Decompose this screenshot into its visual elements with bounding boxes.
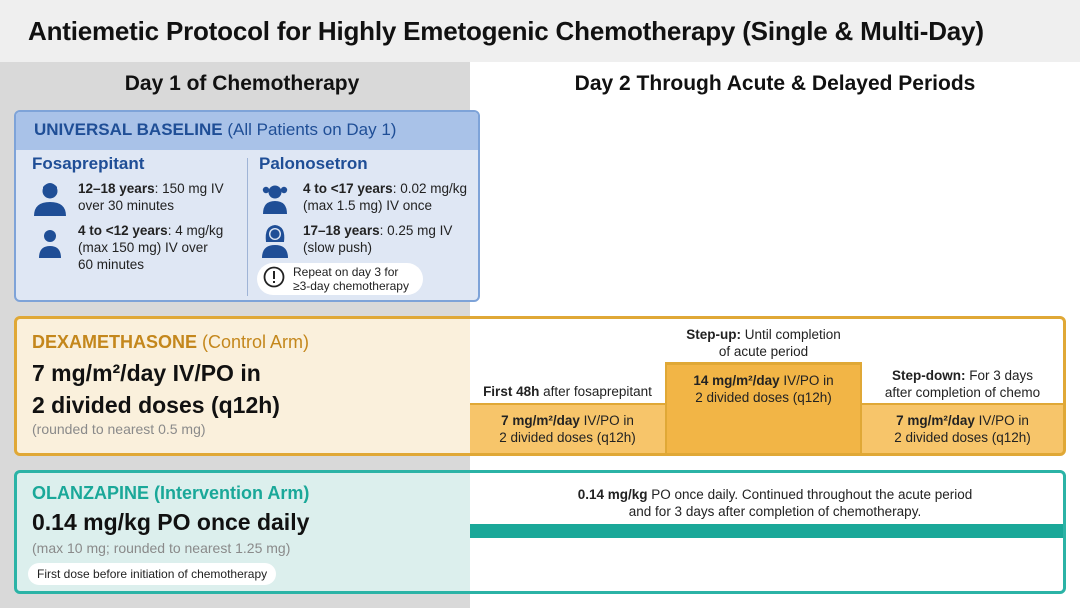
dexa-step-down-label: Step-down: For 3 days after completion o… [862, 367, 1063, 401]
dexa-arm-label: (Control Arm) [197, 332, 310, 352]
stage-bold: Step-up: [686, 327, 741, 342]
dose-bold: 7 mg/m²/day [896, 413, 975, 428]
stage-rest: Until completion [740, 327, 841, 342]
first-dose-note: First dose before initiation of chemothe… [28, 563, 277, 585]
dose-rest: IV/PO in [779, 373, 834, 388]
dose-amount: : 0.25 mg IV [379, 223, 453, 238]
baseline-title: UNIVERSAL BASELINE [34, 120, 223, 139]
stage-bold: First 48h [483, 384, 540, 399]
note-line-1: Repeat on day 3 for [293, 265, 399, 279]
desc-line2: and for 3 days after completion of chemo… [628, 504, 922, 519]
desc-rest: PO once daily. Continued throughout the … [647, 487, 973, 502]
woman-icon [257, 222, 293, 262]
dose-group: 4 to <12 years [78, 223, 168, 238]
fosaprepitant-dose-adolescent: 12–18 years: 150 mg IV over 30 minutes [32, 180, 224, 220]
olanzapine-rounding-note: (max 10 mg; rounded to nearest 1.25 mg) [32, 540, 291, 556]
olanzapine-title: OLANZAPINE (Intervention Arm) [32, 483, 310, 503]
dose-amount: : 0.02 mg/kg [392, 181, 467, 196]
olanzapine-schedule-description: 0.14 mg/kg PO once daily. Continued thro… [470, 486, 1080, 520]
stage-rest: For 3 days [965, 368, 1034, 383]
dose-group: 4 to <17 years [303, 181, 393, 196]
dose-group: 12–18 years [78, 181, 155, 196]
fosaprepitant-label: Fosaprepitant [32, 154, 145, 173]
stage-rest: after fosaprepitant [539, 384, 652, 399]
dose-bold: 14 mg/m²/day [693, 373, 780, 388]
olanzapine-duration-bar [470, 524, 1063, 538]
dexa-first-48h-label: First 48h after fosaprepitant [470, 383, 665, 400]
desc-bold: 0.14 mg/kg [577, 487, 648, 502]
day2-column-header: Day 2 Through Acute & Delayed Periods [574, 72, 976, 95]
dose-detail-2: 60 minutes [78, 257, 145, 272]
dose-detail: (max 150 mg) IV over [78, 240, 208, 255]
fosaprepitant-dose-child: 4 to <12 years: 4 mg/kg (max 150 mg) IV … [32, 222, 223, 273]
repeat-day3-note: Repeat on day 3 for ≥3-day chemotherapy [257, 263, 423, 295]
dexamethasone-panel [14, 316, 1066, 456]
palonosetron-dose-child: 4 to <17 years: 0.02 mg/kg (max 1.5 mg) … [257, 180, 467, 220]
title-bar: Antiemetic Protocol for Highly Emetogeni… [0, 0, 1080, 62]
dose-line2: 2 divided doses (q12h) [499, 430, 636, 445]
day1-column-header: Day 1 of Chemotherapy [124, 72, 360, 95]
dose-group: 17–18 years [303, 223, 380, 238]
dose-line-2: 2 divided doses (q12h) [32, 392, 280, 418]
girl-icon [257, 180, 293, 220]
baseline-header: UNIVERSAL BASELINE (All Patients on Day … [16, 112, 478, 150]
teen-icon [32, 180, 68, 220]
dexamethasone-rounding-note: (rounded to nearest 0.5 mg) [32, 421, 206, 437]
dexamethasone-dose: 7 mg/m²/day IV/PO in 2 divided doses (q1… [32, 357, 280, 421]
dose-rest: IV/PO in [974, 413, 1029, 428]
dexamethasone-left-panel [17, 319, 470, 453]
stage-bold: Step-down: [891, 368, 966, 383]
olanzapine-dose: 0.14 mg/kg PO once daily [32, 509, 310, 535]
baseline-title-note: (All Patients on Day 1) [222, 120, 397, 139]
stage-line2: of acute period [718, 344, 809, 359]
dexa-first-48h-dose: 7 mg/m²/day IV/PO in 2 divided doses (q1… [470, 403, 665, 453]
olanzapine-panel [14, 470, 1066, 594]
dexa-step-down-dose: 7 mg/m²/day IV/PO in 2 divided doses (q1… [862, 403, 1063, 453]
dose-detail: (max 1.5 mg) IV once [303, 198, 433, 213]
palonosetron-dose-adolescent: 17–18 years: 0.25 mg IV (slow push) [257, 222, 452, 262]
note-line-2: ≥3-day chemotherapy [293, 279, 409, 293]
dose-rest: IV/PO in [579, 413, 634, 428]
page-title: Antiemetic Protocol for Highly Emetogeni… [28, 15, 984, 46]
dexa-drug-name: DEXAMETHASONE [32, 332, 198, 352]
dose-amount: : 4 mg/kg [167, 223, 224, 238]
child-icon [32, 222, 68, 262]
stage-line2: after completion of chemo [884, 385, 1041, 400]
universal-baseline-panel: UNIVERSAL BASELINE (All Patients on Day … [14, 110, 480, 302]
dose-amount: : 150 mg IV [154, 181, 224, 196]
dose-bold: 7 mg/m²/day [501, 413, 580, 428]
dose-detail: (slow push) [303, 240, 373, 255]
dexamethasone-title: DEXAMETHASONE (Control Arm) [32, 332, 309, 353]
dose-detail: over 30 minutes [78, 198, 175, 213]
palonosetron-label: Palonosetron [259, 154, 368, 173]
dose-line-1: 7 mg/m²/day IV/PO in [32, 360, 261, 386]
baseline-divider [247, 158, 248, 296]
dose-line2: 2 divided doses (q12h) [894, 430, 1031, 445]
alert-icon [263, 266, 285, 293]
dose-line2: 2 divided doses (q12h) [695, 390, 832, 405]
dexa-step-up-dose: 14 mg/m²/day IV/PO in 2 divided doses (q… [665, 362, 862, 453]
dexa-step-up-label: Step-up: Until completion of acute perio… [665, 326, 862, 360]
